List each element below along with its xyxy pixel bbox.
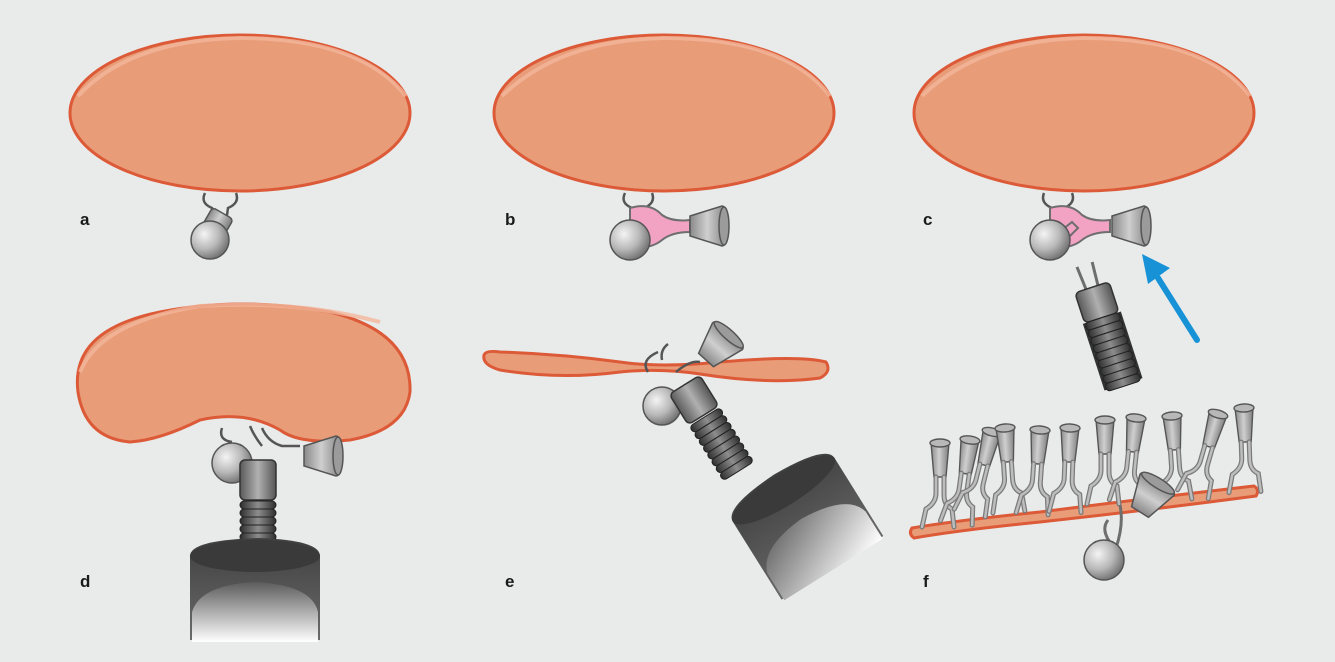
clip-applicator-icon <box>1066 258 1144 392</box>
clip-applicator-icon <box>190 460 320 642</box>
panel-b <box>494 35 834 260</box>
hemostatic-clip-icon <box>1030 193 1151 260</box>
panel-e <box>484 318 885 602</box>
direction-arrow-icon <box>1142 254 1197 340</box>
panel-d <box>77 304 410 642</box>
panel-label-a: a <box>80 210 89 230</box>
panel-label-e: e <box>505 572 514 592</box>
hemostatic-clip-icon <box>610 193 729 260</box>
panel-label-c: c <box>923 210 932 230</box>
panel-a <box>70 35 410 259</box>
panel-f <box>910 404 1261 580</box>
hemostatic-clip-icon <box>1084 468 1178 580</box>
panel-label-b: b <box>505 210 515 230</box>
panel-c <box>914 35 1254 392</box>
hemostatic-clip-icon <box>191 193 237 259</box>
clip-applicator-icon <box>669 375 884 601</box>
panel-label-f: f <box>923 572 929 592</box>
panel-label-d: d <box>80 572 90 592</box>
